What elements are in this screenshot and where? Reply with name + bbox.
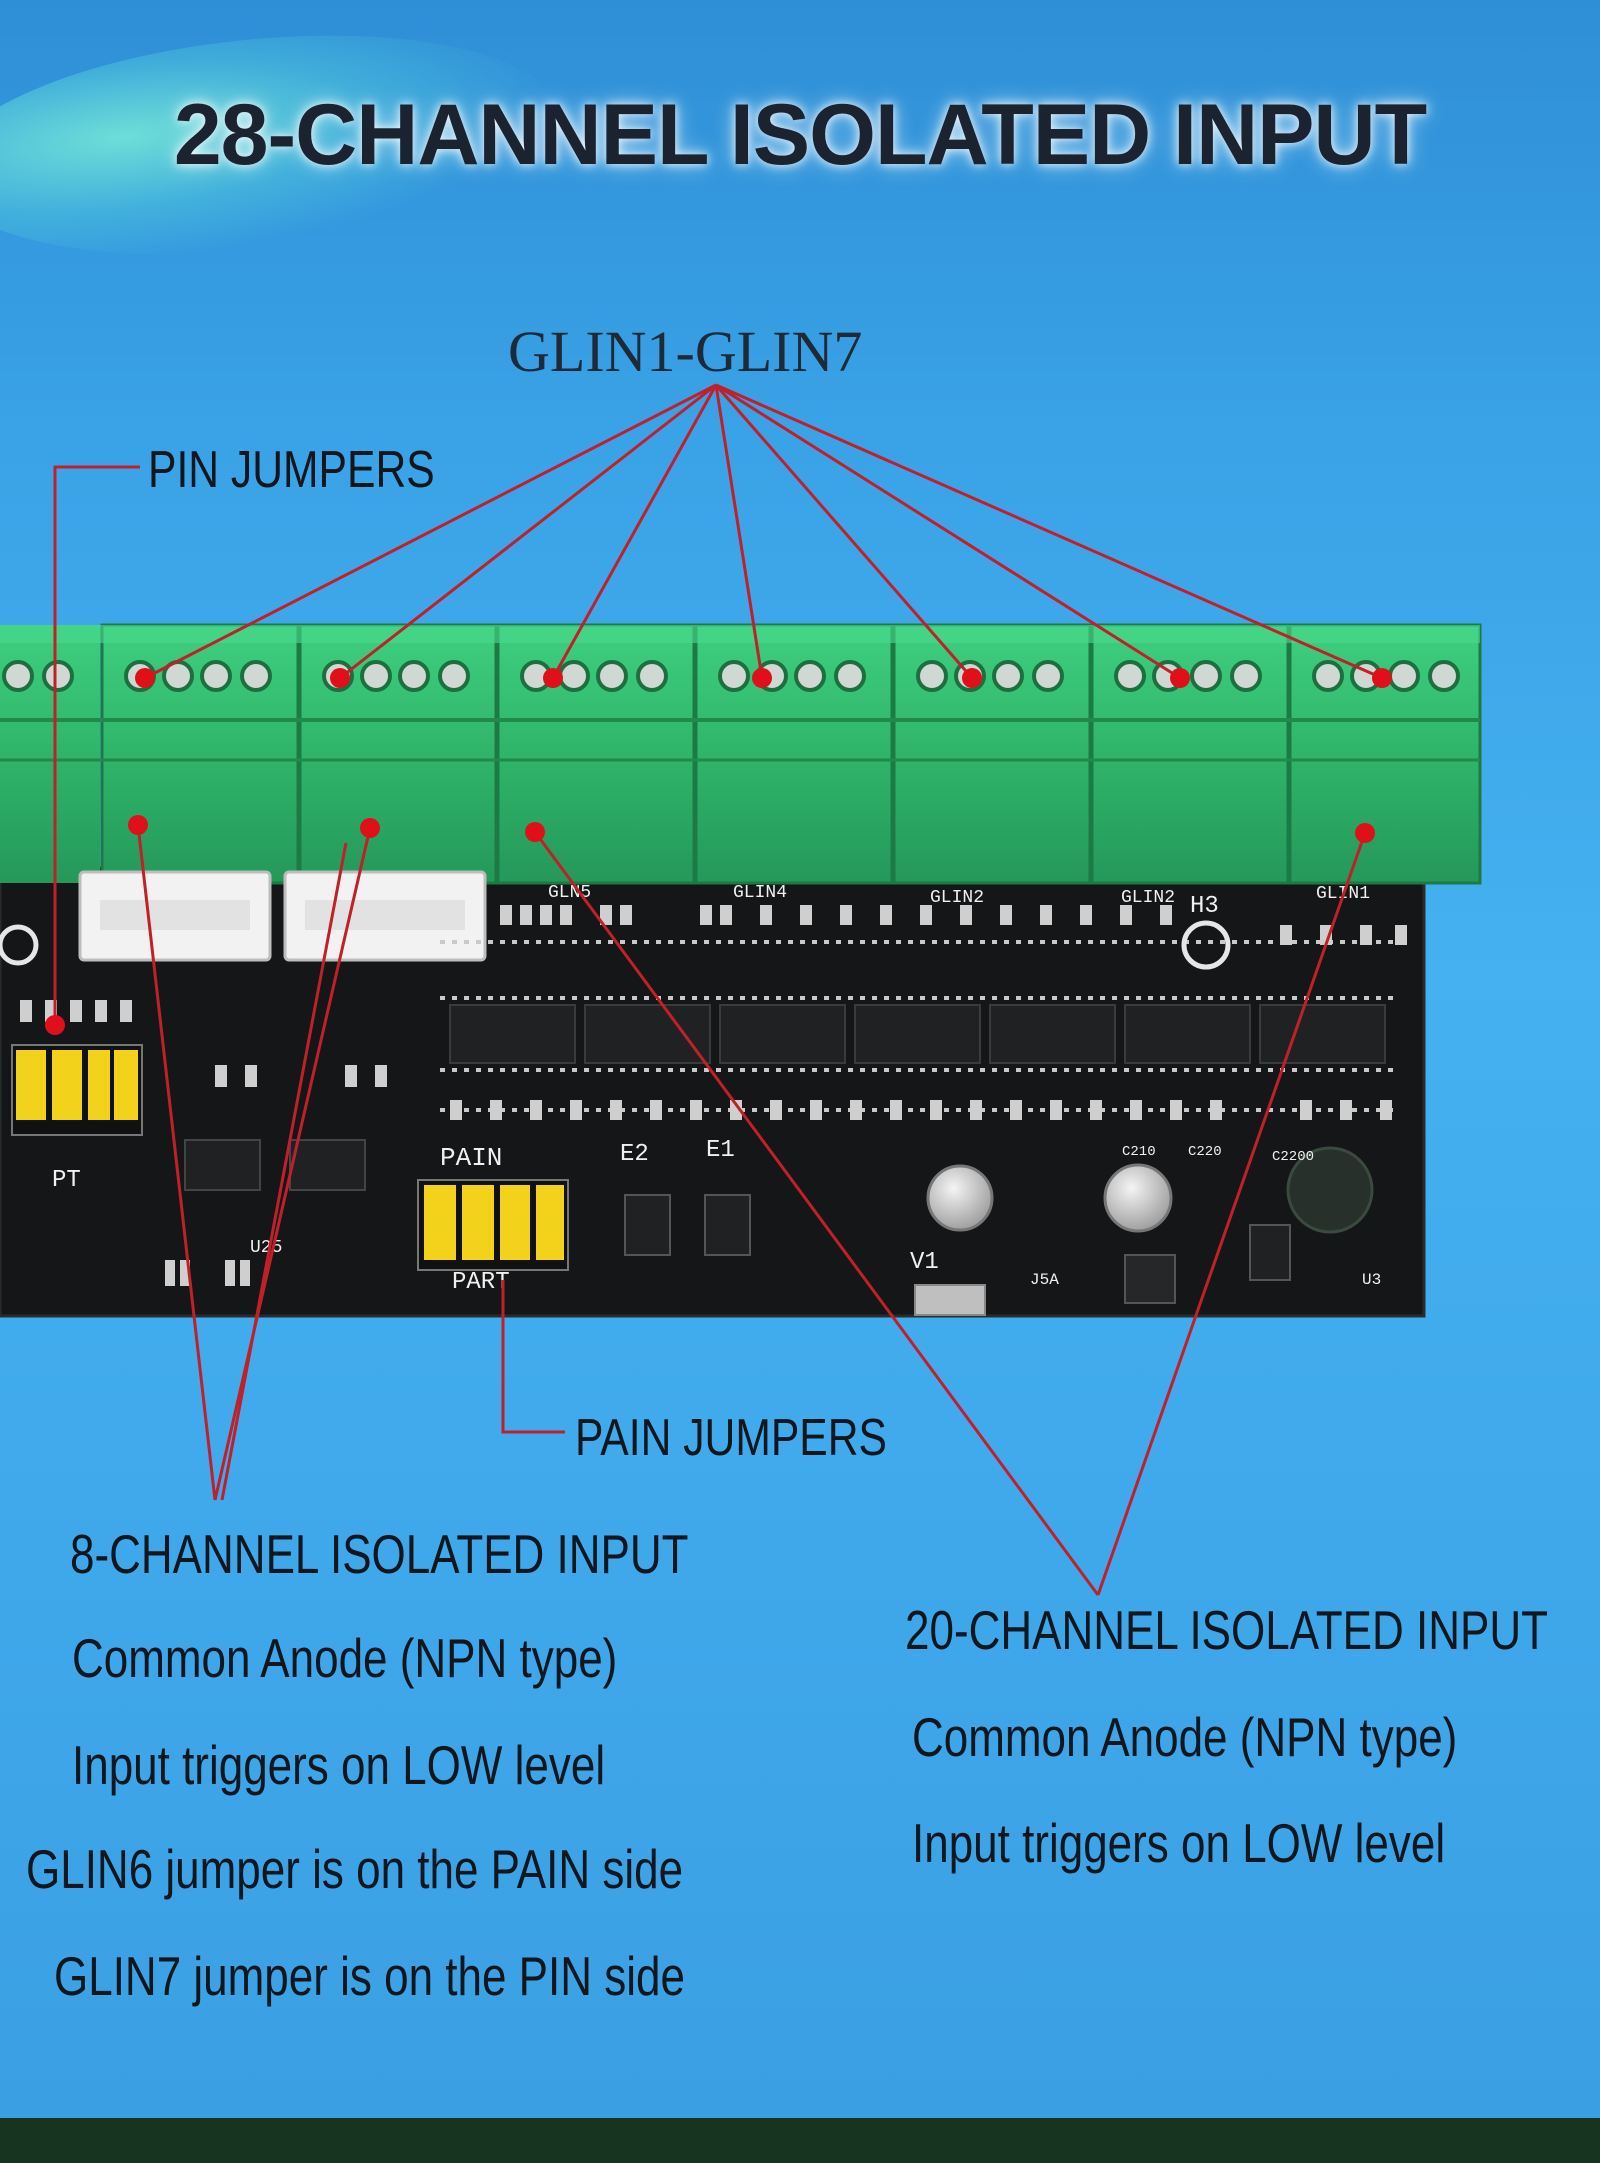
left-line-3: GLIN6 jumper is on the PAIN side (26, 1838, 684, 1900)
page-title: 28-CHANNEL ISOLATED INPUT (173, 87, 1427, 183)
right-line-1: Common Anode (NPN type) (912, 1706, 1458, 1768)
chip-row (449, 1004, 1386, 1064)
silk-e2: E2 (620, 1141, 649, 1168)
callout-dots (45, 668, 1392, 1035)
left-line-2: Input triggers on LOW level (72, 1734, 606, 1796)
silk-gln5: GLN5 (548, 883, 591, 903)
left-line-1: Common Anode (NPN type) (72, 1627, 618, 1689)
capacitor-1 (926, 1164, 994, 1232)
silk-v1: V1 (910, 1249, 939, 1276)
silk-part: PART (452, 1269, 510, 1296)
right-line-2: Input triggers on LOW level (912, 1812, 1446, 1874)
pain-jumpers (417, 1179, 569, 1271)
bottom-bar (0, 2118, 1600, 2163)
pain-jumpers-label: PAIN JUMPERS (575, 1409, 887, 1467)
callout-lines (53, 383, 1383, 1596)
silk-u3: U3 (1362, 1271, 1381, 1289)
silk-j5a: J5A (1030, 1271, 1059, 1289)
battery-cell (1286, 1146, 1374, 1234)
silk-glin2b: GLIN2 (1121, 888, 1175, 908)
silk-c210: C210 (1122, 1144, 1156, 1160)
mounting-hole-h3 (1181, 920, 1231, 970)
silk-pt: PT (52, 1167, 81, 1194)
smd-rows (20, 905, 1407, 1286)
silk-e1: E1 (706, 1137, 735, 1164)
silk-c220: C220 (1188, 1144, 1222, 1160)
left-heading: 8-CHANNEL ISOLATED INPUT (70, 1523, 689, 1585)
glin-range-label: GLIN1-GLIN7 (508, 319, 863, 384)
terminal-screws (2, 660, 1460, 692)
silk-h3: H3 (1190, 893, 1219, 920)
silk-glin4: GLIN4 (733, 883, 787, 903)
pin-jumpers-label: PIN JUMPERS (148, 441, 435, 499)
silk-u25: U25 (250, 1238, 282, 1258)
pt-jumpers (11, 1044, 143, 1136)
pin-rows (440, 940, 1400, 1112)
silk-pain: PAIN (440, 1143, 502, 1173)
silk-c2200: C2200 (1272, 1149, 1314, 1165)
mounting-hole-left (0, 924, 39, 966)
capacitor-2 (1103, 1163, 1173, 1233)
silk-glin2a: GLIN2 (930, 888, 984, 908)
left-line-4: GLIN7 jumper is on the PIN side (54, 1945, 685, 2007)
right-heading: 20-CHANNEL ISOLATED INPUT (905, 1599, 1549, 1661)
